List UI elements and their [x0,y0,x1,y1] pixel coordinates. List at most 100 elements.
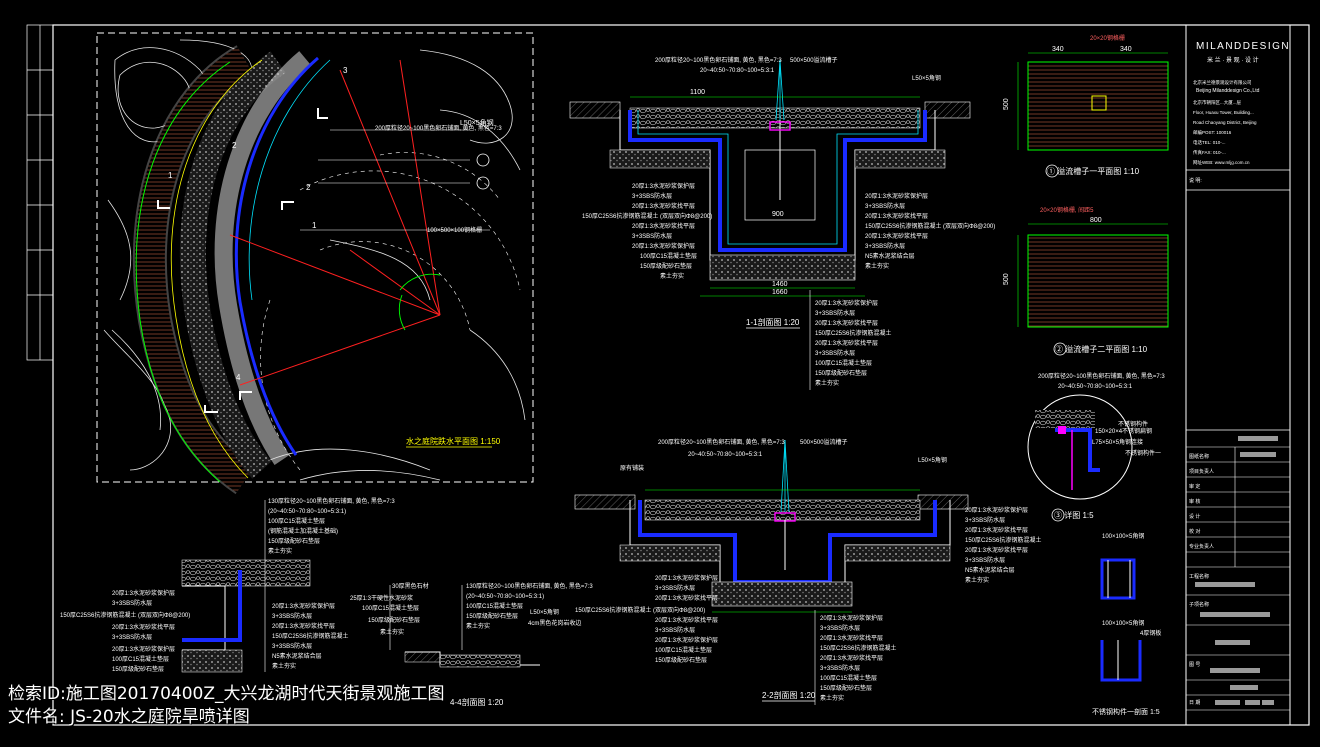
svg-text:20厚1:3水泥砂浆保护层: 20厚1:3水泥砂浆保护层 [865,192,928,200]
svg-text:200厚粒径20~100黑色卵石铺面, 黄色, 黑色=7:3: 200厚粒径20~100黑色卵石铺面, 黄色, 黑色=7:3 [655,56,782,64]
svg-text:3+3SBS防水层: 3+3SBS防水层 [272,642,312,650]
svg-text:3+3SBS防水层: 3+3SBS防水层 [655,626,695,634]
svg-text:500: 500 [1003,273,1010,285]
dim-500-a: 500 [1003,98,1010,110]
svg-text:100厚C15混凝土垫层: 100厚C15混凝土垫层 [640,252,697,260]
svg-text:(20~40:50~70:80~100=5:3:1): (20~40:50~70:80~100=5:3:1) [268,509,346,515]
svg-text:素土夯实: 素土夯实 [466,622,490,630]
svg-text:100厚C15混凝土垫层: 100厚C15混凝土垫层 [820,674,877,682]
edge-detail-3[interactable]: 200厚粒径20~100黑色卵石铺面, 黄色, 黑色=7:3 20~40:50~… [1027,372,1165,522]
tb-row-approve: 审 定 [1189,483,1200,490]
svg-text:20厚1:3水泥砂浆找平层: 20厚1:3水泥砂浆找平层 [815,339,878,347]
tb-row-project-lead: 项目负责人 [1189,468,1214,475]
svg-text:L50×5角钢: L50×5角钢 [918,456,947,464]
fountain-plan-view[interactable]: 12 41 23 L50×5角钢 200厚粒径20~100黑色卵石铺面, 黄色,… [96,32,534,495]
tb-row-drawing-name: 图纸名称 [1189,453,1209,460]
svg-text:20厚1:3水泥砂浆找平层: 20厚1:3水泥砂浆找平层 [965,546,1028,554]
tb-row-date: 日 期 [1189,700,1200,706]
svg-text:4: 4 [236,373,241,382]
detail3-title: ③ 详图 1:5 [1054,510,1094,520]
svg-text:素土夯实: 素土夯实 [272,662,296,670]
svg-text:2: 2 [232,141,237,150]
svg-text:1: 1 [312,221,317,230]
section-4-4[interactable]: 30厚黑色石材 25厚1:3干硬性水泥砂浆 100厚C15混凝土垫层 150厚级… [350,582,593,707]
svg-text:100厚C15混凝土垫层: 100厚C15混凝土垫层 [268,517,325,525]
svg-text:150厚级配砂石垫层: 150厚级配砂石垫层 [655,656,707,664]
svg-text:20厚1:3水泥砂浆保护层: 20厚1:3水泥砂浆保护层 [820,614,883,622]
dim-800: 800 [1090,217,1102,224]
sheet-border [52,24,1310,726]
svg-text:20×20钢格栅: 20×20钢格栅 [1090,34,1125,42]
svg-text:3+3SBS防水层: 3+3SBS防水层 [815,349,855,357]
svg-text:1: 1 [168,171,173,180]
company-english-name: Beijing Milanddesign Co.,Ltd [1196,88,1260,94]
svg-text:3+3SBS防水层: 3+3SBS防水层 [655,584,695,592]
svg-text:20厚1:3水泥砂浆找平层: 20厚1:3水泥砂浆找平层 [655,594,718,602]
svg-text:100×100×5角钢: 100×100×5角钢 [1102,532,1144,540]
svg-text:150×20×4不锈钢扁钢: 150×20×4不锈钢扁钢 [1095,427,1152,435]
svg-text:20厚1:3水泥砂浆找平层: 20厚1:3水泥砂浆找平层 [655,616,718,624]
tb-row-design: 设 计 [1189,513,1200,520]
svg-text:500×500溢流槽子: 500×500溢流槽子 [800,438,848,446]
title-block: MILANDDESIGN 米 兰 · 景 观 · 设 计 Beijing Mil… [1185,24,1291,726]
detail4-title: 不锈钢构件一剖面 1:5 [1092,707,1160,716]
svg-text:3+3SBS防水层: 3+3SBS防水层 [965,556,1005,564]
svg-text:L50×5角钢: L50×5角钢 [530,608,559,616]
svg-text:4厚钢板: 4厚钢板 [1140,629,1161,637]
tb-row-project-name: 工程名称 [1189,573,1209,580]
svg-text:N5素水泥浆结合层: N5素水泥浆结合层 [865,252,915,260]
section-3-3[interactable]: 130厚粒径20~100黑色卵石铺面, 黄色, 黑色=7:3 (20~40:50… [60,497,395,673]
tb-row-review: 审 核 [1189,498,1200,505]
svg-text:150厚级配砂石垫层: 150厚级配砂石垫层 [368,616,420,624]
svg-text:100厚C15混凝土垫层: 100厚C15混凝土垫层 [655,646,712,654]
section2-title: 2-2剖面图 1:20 [762,690,816,700]
svg-text:20厚1:3水泥砂浆保护层: 20厚1:3水泥砂浆保护层 [112,589,175,597]
svg-text:N5素水泥浆结合层: N5素水泥浆结合层 [965,566,1015,574]
svg-text:340: 340 [1052,46,1064,53]
svg-text:100×100×5角钢: 100×100×5角钢 [1102,619,1144,627]
svg-text:4cm黑色花岗岩收边: 4cm黑色花岗岩收边 [528,619,581,627]
svg-text:20厚1:3水泥砂浆找平层: 20厚1:3水泥砂浆找平层 [272,622,335,630]
svg-text:素土夯实: 素土夯实 [965,576,989,584]
svg-text:20×20钢格栅, 间距5: 20×20钢格栅, 间距5 [1040,206,1094,214]
svg-text:(钢筋混凝土加混凝土基础): (钢筋混凝土加混凝土基础) [268,527,338,535]
svg-text:3+3SBS防水层: 3+3SBS防水层 [112,633,152,641]
steel-member-details[interactable]: 100×100×5角钢 100×100×5角钢 4厚钢板 不锈钢构件一剖面 1:… [1092,532,1161,716]
svg-text:3+3SBS防水层: 3+3SBS防水层 [820,624,860,632]
svg-text:30厚黑色石材: 30厚黑色石材 [392,582,429,590]
section1-title: 1-1剖面图 1:20 [746,317,800,327]
tb-row-drawing-no: 图 号 [1189,662,1200,668]
svg-text:20厚1:3水泥砂浆找平层: 20厚1:3水泥砂浆找平层 [632,202,695,210]
svg-text:3+3SBS防水层: 3+3SBS防水层 [965,516,1005,524]
svg-text:N5素水泥浆结合层: N5素水泥浆结合层 [272,652,322,660]
svg-text:20厚1:3水泥砂浆找平层: 20厚1:3水泥砂浆找平层 [815,319,878,327]
svg-text:3+3SBS防水层: 3+3SBS防水层 [272,612,312,620]
svg-text:3: 3 [343,66,348,75]
svg-text:150厚级配砂石垫层: 150厚级配砂石垫层 [466,612,518,620]
plan-title: 水之庭院跌水平面图 1:150 [406,436,501,446]
plan-pebble-label: 200厚粒径20~100黑色卵石铺面, 黄色, 黑色=7:3 [375,124,502,132]
plan-grate-label: 100×500×100钢格栅 [427,226,482,234]
svg-text:150厚C25S6抗渗钢筋混凝土 (双层双向Φ8@200): 150厚C25S6抗渗钢筋混凝土 (双层双向Φ8@200) [60,611,190,619]
svg-text:150厚C25S6抗渗钢筋混凝土: 150厚C25S6抗渗钢筋混凝土 [965,536,1041,544]
svg-text:3+3SBS防水层: 3+3SBS防水层 [815,309,855,317]
section-2-2[interactable]: 200厚粒径20~100黑色卵石铺面, 黄色, 黑色=7:3 20~40:50~… [574,438,1041,705]
svg-text:20厚1:3水泥砂浆找平层: 20厚1:3水泥砂浆找平层 [820,654,883,662]
svg-text:150厚级配砂石垫层: 150厚级配砂石垫层 [268,537,320,545]
svg-text:素土夯实: 素土夯实 [815,379,839,387]
svg-text:150厚C25S6抗渗钢筋混凝土 (双层双向Φ8@200): 150厚C25S6抗渗钢筋混凝土 (双层双向Φ8@200) [582,212,712,220]
svg-text:邮编POST: 100016: 邮编POST: 100016 [1193,129,1232,136]
svg-text:3+3SBS防水层: 3+3SBS防水层 [112,599,152,607]
svg-text:100厚C15混凝土垫层: 100厚C15混凝土垫层 [362,604,419,612]
svg-text:340: 340 [1120,46,1132,53]
svg-text:20厚1:3水泥砂浆保护层: 20厚1:3水泥砂浆保护层 [655,574,718,582]
section-1-1[interactable]: 1100 1460 1660 900 200厚粒径20~100黑色卵石铺面, 黄… [569,56,995,390]
overflow-grate-detail-2[interactable]: 800 20×20钢格栅, 间距5 500 ② 溢流槽子二平面图 1:10 [1003,206,1169,356]
svg-text:20厚1:3水泥砂浆保护层: 20厚1:3水泥砂浆保护层 [815,299,878,307]
svg-text:北京市朝阳区...大厦...层: 北京市朝阳区...大厦...层 [1193,99,1242,106]
svg-text:20厚1:3水泥砂浆找平层: 20厚1:3水泥砂浆找平层 [112,623,175,631]
svg-text:150厚级配砂石垫层: 150厚级配砂石垫层 [820,684,872,692]
svg-text:150厚级配砂石垫层: 150厚级配砂石垫层 [640,262,692,270]
